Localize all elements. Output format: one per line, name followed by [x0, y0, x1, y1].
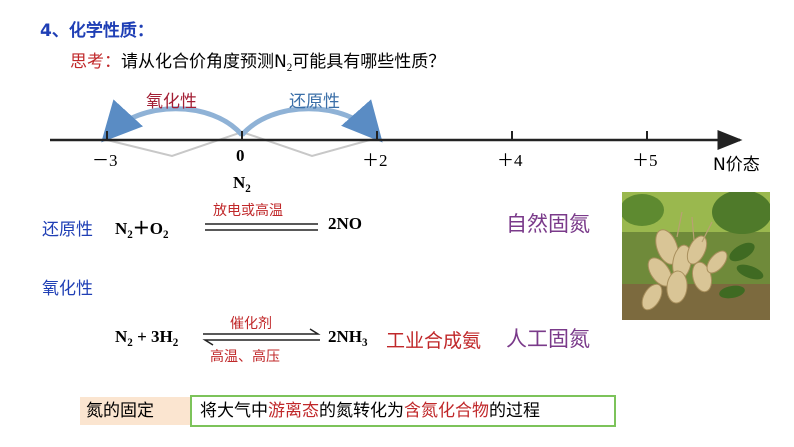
axis-tick-marks	[106, 131, 648, 140]
artificial-fixation-label: 人工固氮	[506, 327, 590, 351]
reaction2-property: 氧化性	[42, 279, 93, 299]
tick-label-plus2: ＋2	[362, 151, 388, 170]
r1-o-sub: 2	[163, 228, 169, 241]
r1-n-sub: 2	[127, 228, 133, 241]
def-compounds: 含氮化合物	[404, 401, 489, 421]
def-free-state: 游离态	[268, 401, 319, 421]
def-part2: 的氮转化为	[319, 401, 404, 421]
reaction1-product: 2NO	[328, 214, 362, 233]
reaction1-condition: 放电或高温	[213, 203, 283, 219]
r2-h: + 3H	[132, 327, 173, 346]
tick-label-plus5: ＋5	[632, 151, 658, 170]
r2-h-sub: 2	[172, 336, 179, 349]
n2-subscript: 2	[245, 182, 251, 195]
reaction2-catalyst: 催化剂	[230, 316, 272, 332]
reaction1-arrows	[205, 223, 318, 231]
reducing-arc-label: 还原性	[289, 92, 340, 112]
r1-plus-o: ＋O	[132, 219, 164, 238]
n2-symbol: N	[233, 173, 246, 192]
nitrogen-fixation-definition: 将大气中游离态的氮转化为含氮化合物的过程	[190, 395, 616, 427]
reaction2-conditions: 高温、高压	[210, 349, 280, 365]
think-text: 请从化合价角度预测N	[121, 52, 287, 72]
reaction2-arrows	[202, 328, 321, 346]
think-text-after: 可能具有哪些性质？	[292, 52, 446, 72]
reducing-arc-line	[240, 99, 383, 143]
r2-product-main: 2NH	[328, 327, 362, 346]
reaction2-reactants: N2 + 3H2	[115, 327, 179, 349]
tick-label-plus4: ＋4	[497, 151, 523, 170]
think-subscript: 2	[286, 61, 293, 74]
def-part3: 的过程	[489, 401, 540, 421]
r2-product-sub: 3	[362, 336, 368, 349]
reaction2-product: 2NH3	[328, 327, 368, 349]
industrial-ammonia-label: 工业合成氨	[386, 330, 482, 352]
reaction1-property: 还原性	[42, 220, 93, 240]
reaction1-reactants: N2＋O2	[115, 214, 169, 241]
r2-n: N	[115, 327, 128, 346]
tick-label-0: 0	[236, 146, 245, 165]
peanut-root-photo	[622, 192, 770, 320]
think-label: 思考：	[70, 52, 121, 72]
r1-n: N	[115, 219, 128, 238]
tick-label-minus3: －3	[92, 151, 118, 170]
r2-n-sub: 2	[127, 336, 133, 349]
natural-fixation-label: 自然固氮	[506, 212, 590, 236]
nitrogen-fixation-term: 氮的固定	[80, 397, 198, 425]
def-part1: 将大气中	[200, 401, 268, 421]
oxidizing-arc-label: 氧化性	[146, 92, 197, 112]
n2-formula-at-zero: N2	[233, 173, 251, 195]
oxidizing-arc-line	[101, 99, 244, 143]
section-heading: 4、化学性质：	[40, 21, 154, 41]
axis-name: N价态	[713, 155, 760, 175]
think-question: 思考：请从化合价角度预测N2可能具有哪些性质？	[70, 47, 446, 74]
